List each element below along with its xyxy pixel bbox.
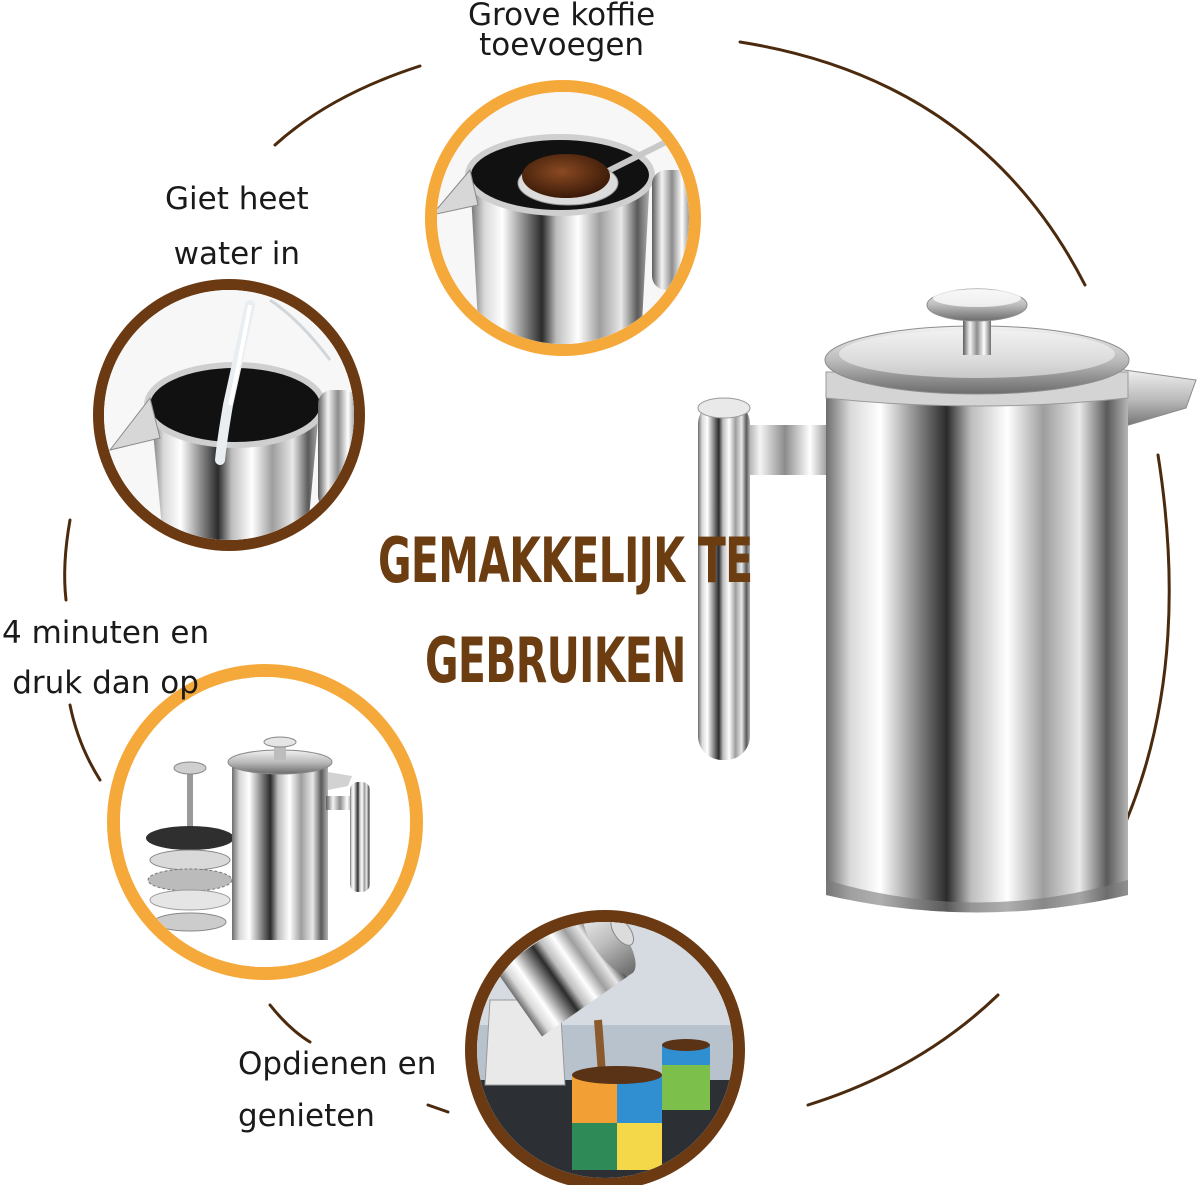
- arc-bottom-left: [268, 1003, 312, 1044]
- step-1-photo-circle: [425, 80, 701, 356]
- step-1-label-line1: Grove koffie: [468, 0, 656, 33]
- step-2-label-line1: Giet heet: [165, 181, 309, 217]
- step-1-label-line2: toevoegen: [479, 27, 645, 63]
- step-3-photo-circle: [107, 664, 423, 980]
- serving-coffee-photo: [477, 922, 733, 1178]
- arc-bottom-left-tick: [426, 1103, 450, 1114]
- step-2-label: Giet heet water in: [165, 172, 309, 282]
- step-2-label-line2: water in: [173, 236, 301, 272]
- headline-line2: GEBRUIKEN: [425, 624, 686, 697]
- arc-bottom-right: [806, 993, 1000, 1107]
- arc-top-right: [738, 40, 1087, 287]
- connector-arcs: [63, 40, 1171, 1114]
- step-4-photo-circle: [465, 910, 745, 1185]
- step-4-label-line1: Opdienen en: [238, 1046, 437, 1082]
- step-4-label-line2: genieten: [238, 1098, 375, 1134]
- step-1-label: Grove koffie toevoegen: [468, 0, 656, 63]
- step-2-photo-circle: [93, 279, 365, 551]
- step-3-label-line2: druk dan op: [12, 665, 199, 701]
- coffee-grounds-photo: [437, 92, 689, 344]
- step-3-label-line1: 4 minuten en: [2, 615, 210, 651]
- press-parts-photo: [120, 677, 410, 967]
- arc-left-upper: [63, 518, 72, 602]
- step-4-label: Opdienen en genieten: [238, 1038, 436, 1142]
- arc-left-lower: [68, 703, 102, 782]
- arc-top-left: [273, 64, 422, 147]
- pouring-water-photo: [104, 290, 354, 540]
- step-3-label: 4 minuten en druk dan op: [2, 608, 209, 708]
- french-press-image: [697, 288, 1197, 913]
- headline-line1: GEMAKKELIJK TE: [378, 524, 753, 597]
